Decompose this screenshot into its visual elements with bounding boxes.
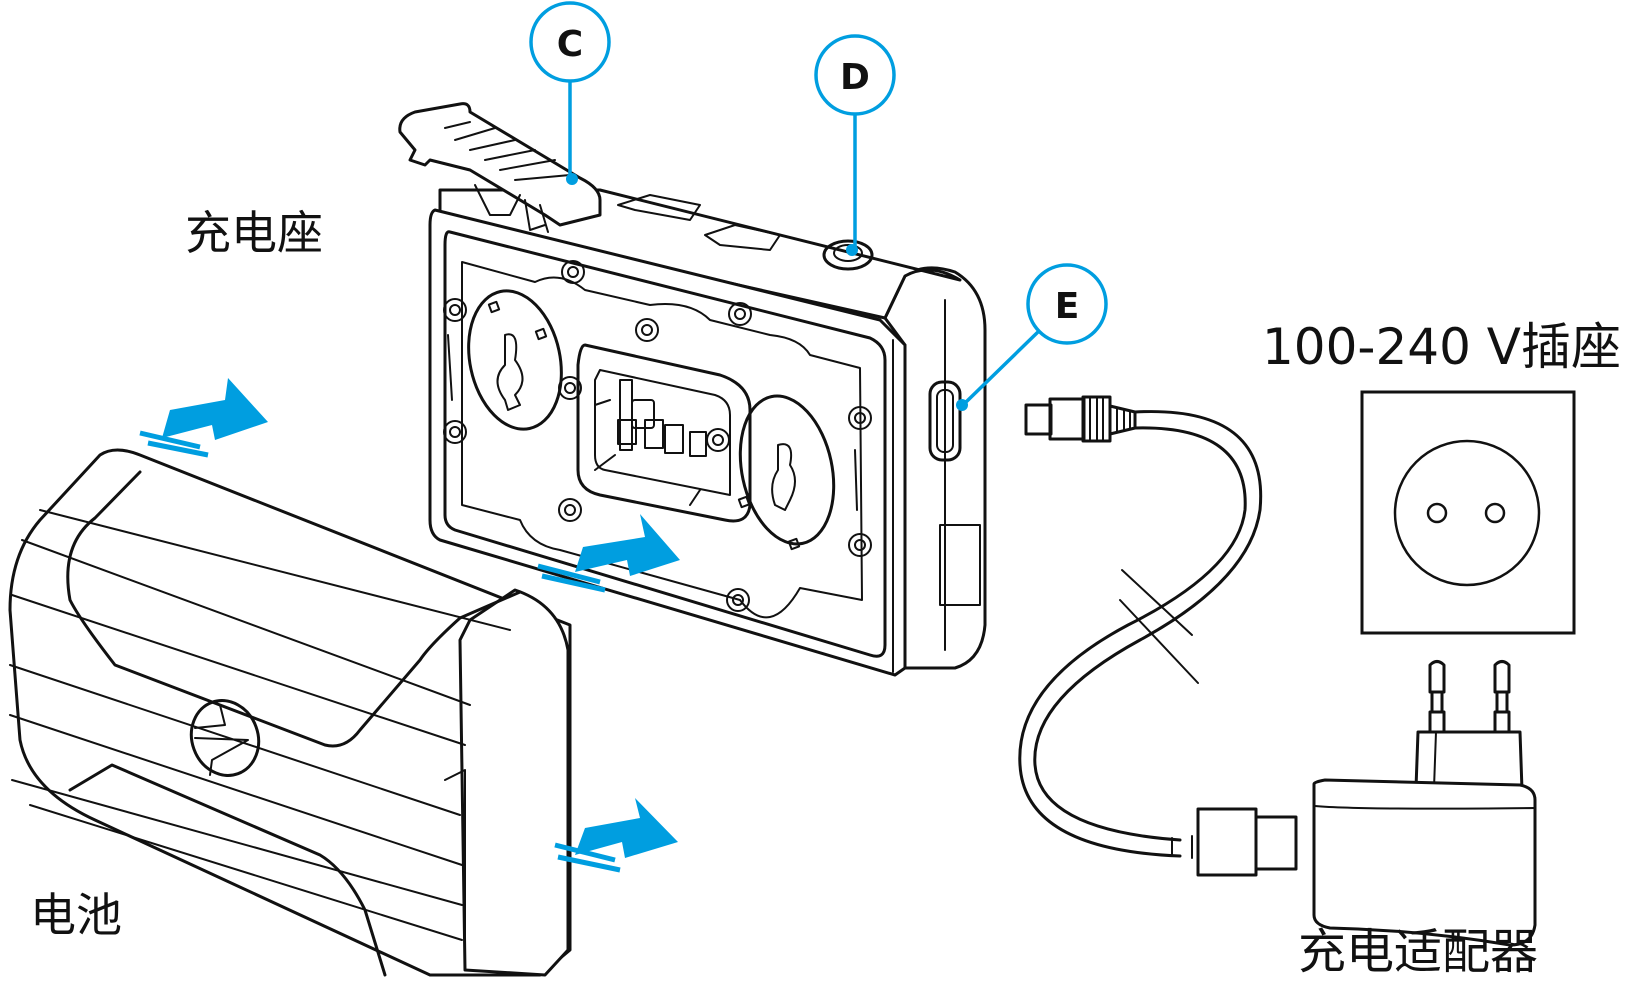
label-charger-adapter: 充电适配器 <box>1298 924 1539 980</box>
callout-letter-e: E <box>1055 286 1080 327</box>
charging-dock <box>398 102 987 677</box>
power-socket-icon <box>1360 390 1576 635</box>
callout-e: E <box>962 263 1108 406</box>
charger-adapter <box>1312 660 1537 947</box>
callout-c: C <box>529 1 611 180</box>
break-mark-icon <box>1119 569 1199 684</box>
brand-logo <box>189 699 261 777</box>
left-mount <box>447 289 563 431</box>
latch <box>398 102 602 233</box>
label-outlet: 100-240 V插座 <box>1262 318 1622 376</box>
usb-port <box>928 380 968 462</box>
label-charging-dock: 充电座 <box>185 206 323 260</box>
contact-connector <box>576 343 752 523</box>
callout-letter-c: C <box>557 24 583 65</box>
callout-d: D <box>814 34 896 250</box>
usb-cable <box>1018 395 1298 877</box>
screw-holes <box>443 260 872 612</box>
right-mount <box>737 394 858 551</box>
label-battery: 电池 <box>30 888 122 942</box>
insert-arrow-icon <box>537 514 680 593</box>
battery-pack <box>8 448 572 977</box>
insert-arrows <box>139 378 680 873</box>
insert-arrow-icon <box>554 798 678 873</box>
eu-plug-icon <box>1414 660 1524 792</box>
callout-letter-d: D <box>840 57 870 98</box>
insert-arrow-icon <box>139 378 268 458</box>
